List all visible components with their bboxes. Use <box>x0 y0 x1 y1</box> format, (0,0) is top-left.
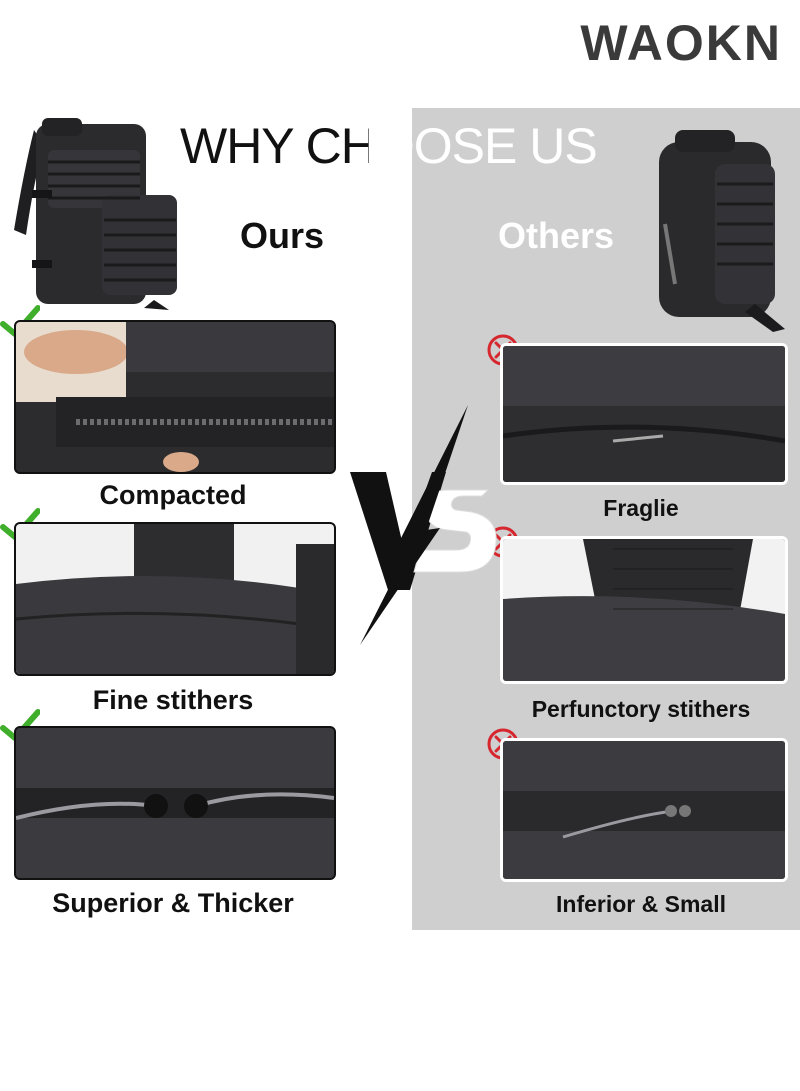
page-title-light: WHY CHOOSE US <box>180 118 597 174</box>
column-heading-ours: Ours <box>240 215 325 256</box>
others-caption-2: Perfunctory stithers <box>531 696 751 722</box>
versus-lightning-icon <box>348 400 498 650</box>
others-caption-3: Inferior & Small <box>556 891 726 917</box>
brand-logo: WAOKN <box>580 15 782 71</box>
column-heading-others: Others <box>498 215 615 256</box>
ours-detail-photo-1 <box>14 320 336 474</box>
others-backpack-image <box>645 124 795 336</box>
ours-detail-photo-2 <box>14 522 336 676</box>
ours-caption-1: Compacted <box>99 480 247 510</box>
ours-detail-photo-3 <box>14 726 336 880</box>
others-detail-photo-2 <box>500 536 788 684</box>
ours-caption-2: Fine stithers <box>92 685 254 715</box>
others-caption-1: Fraglie <box>603 495 679 521</box>
ours-caption-3: Superior & Thicker <box>52 888 294 918</box>
others-detail-photo-3 <box>500 738 788 882</box>
page-title-dark: WHY CHOOSE US <box>180 118 597 174</box>
ours-backpack-image <box>4 110 182 315</box>
page-title: WHY CHOOSE US WHY CHOOSE US <box>180 116 640 176</box>
others-detail-photo-1 <box>500 343 788 485</box>
